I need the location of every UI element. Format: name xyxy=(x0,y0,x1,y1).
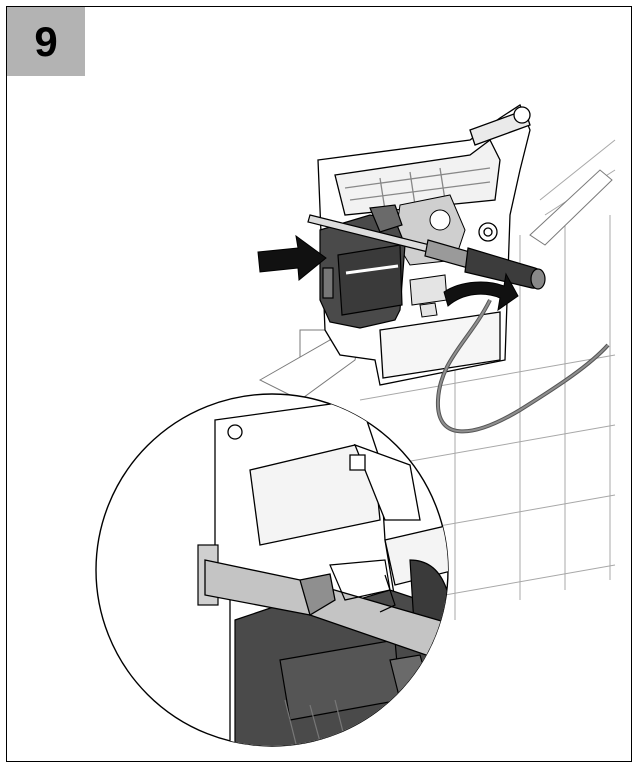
control-module xyxy=(319,204,406,329)
screwdriver xyxy=(307,214,546,290)
rotate-arrow-icon xyxy=(443,272,519,312)
step-number: 9 xyxy=(34,17,58,65)
detail-magnifier xyxy=(95,393,449,747)
push-arrow-icon xyxy=(257,234,327,281)
step-badge: 9 xyxy=(7,7,85,76)
